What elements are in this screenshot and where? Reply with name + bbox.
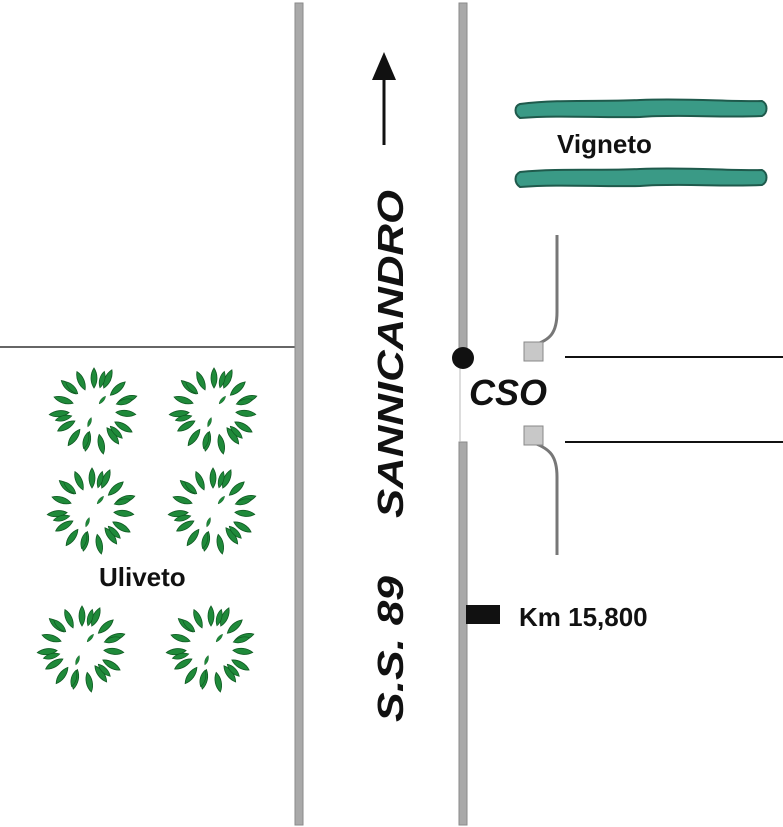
olive-tree-icon: [168, 468, 257, 555]
olive-tree-icon: [169, 368, 258, 455]
km-marker-icon: [466, 605, 500, 624]
road-edge-right-lower: [458, 441, 468, 826]
olive-tree-icon: [37, 606, 126, 693]
vineyard-row-top: [514, 98, 768, 120]
vineyard-row-bottom: [514, 167, 768, 189]
vineyard-label: Vigneto: [557, 129, 652, 159]
junction-marker-lower: [523, 425, 544, 446]
access-road-lower-curve: [533, 441, 559, 555]
olive-tree-icon: [49, 368, 138, 455]
olive-grove-label: Uliveto: [99, 562, 186, 592]
olive-tree-icon: [166, 606, 255, 693]
north-arrow-icon: [372, 52, 396, 145]
junction-marker-upper: [523, 341, 544, 362]
access-road-upper-curve: [533, 235, 559, 347]
road-name-label: SANNICANDRO: [370, 190, 411, 518]
junction-label: CSO: [469, 372, 547, 413]
junction-point-icon: [452, 347, 474, 369]
km-marker-label: Km 15,800: [519, 602, 648, 632]
road-code-label: S.S. 89: [370, 576, 411, 722]
olive-tree-icon: [47, 468, 136, 555]
road-edge-left: [294, 2, 304, 826]
road-edge-right-upper: [458, 2, 468, 351]
